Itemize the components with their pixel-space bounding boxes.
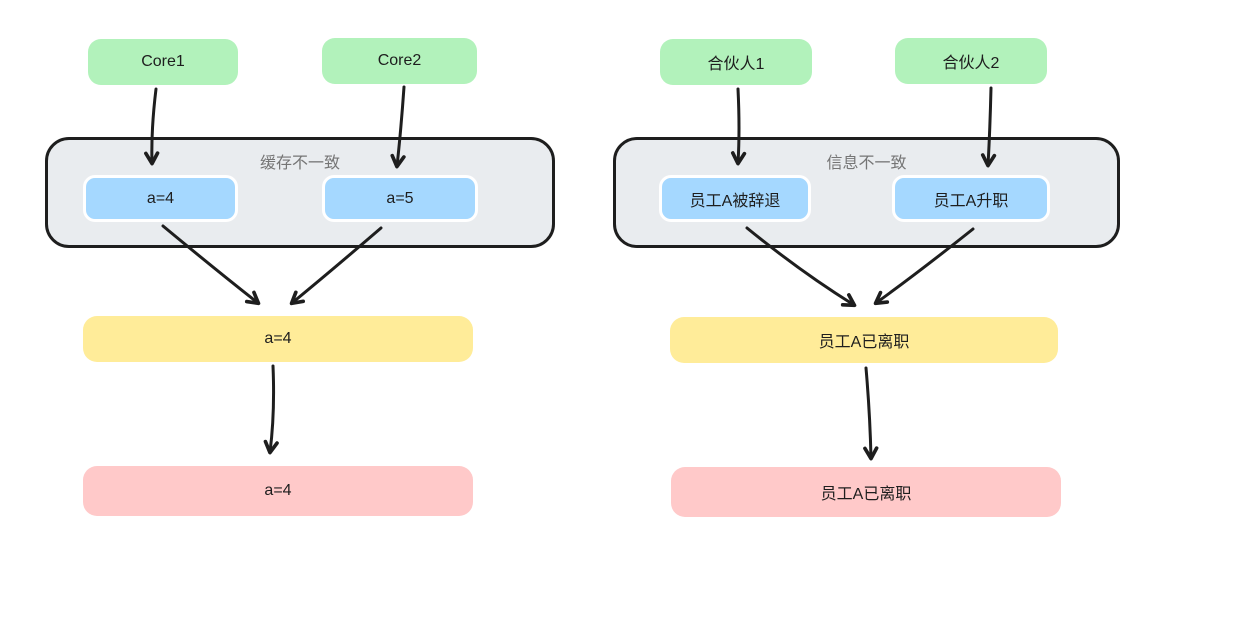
arrow-merged-to-final-left <box>263 364 279 455</box>
node-cache-a5: a=5 <box>322 175 478 222</box>
node-final-a4: a=4 <box>83 466 473 516</box>
container-label-info-inconsistency: 信息不一致 <box>826 155 907 172</box>
node-cache-a4: a=4 <box>83 175 238 222</box>
node-merged-a4: a=4 <box>83 316 473 362</box>
node-partner2: 合伙人2 <box>895 38 1047 84</box>
node-core2: Core2 <box>322 38 477 84</box>
node-employee-fired: 员工A被辞退 <box>659 175 811 222</box>
container-label-cache-inconsistency: 缓存不一致 <box>259 155 340 172</box>
node-final-employee-left: 员工A已离职 <box>671 467 1061 517</box>
node-partner1: 合伙人1 <box>660 39 812 85</box>
node-employee-promoted: 员工A升职 <box>892 175 1050 222</box>
arrow-merged-to-final-right <box>863 366 879 461</box>
node-merged-employee-left: 员工A已离职 <box>670 317 1058 363</box>
node-core1: Core1 <box>88 39 238 85</box>
